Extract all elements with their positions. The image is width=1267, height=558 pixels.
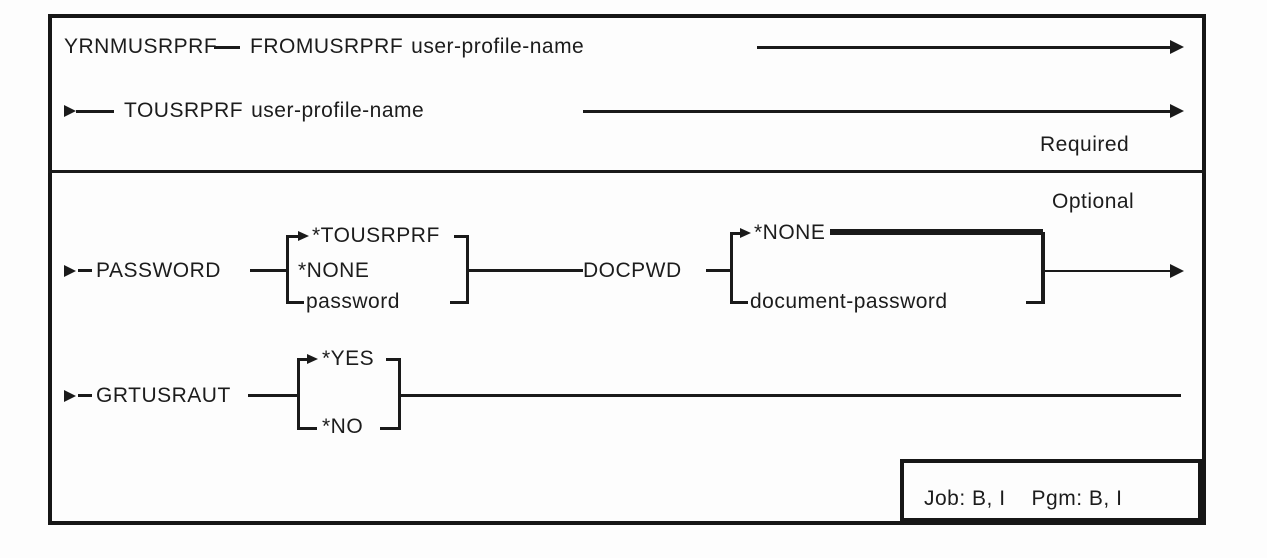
branch-line <box>730 301 748 304</box>
branch-line <box>450 301 469 304</box>
password-choice-tousrprf: *TOUSRPRF <box>312 224 440 247</box>
param-grtusraut-keyword: GRTUSRAUT <box>96 384 231 407</box>
flow-line <box>401 394 1181 397</box>
environment-text: Job: B, I Pgm: B, I <box>924 488 1122 510</box>
flow-line <box>1045 270 1170 272</box>
choice-bracket <box>466 235 469 304</box>
flow-line <box>583 110 1170 113</box>
default-choice-arrow-icon <box>307 354 318 364</box>
branch-line <box>297 427 317 430</box>
section-divider <box>48 170 1206 173</box>
flow-line <box>248 394 297 397</box>
continuation-arrow-icon <box>1170 104 1184 118</box>
default-choice-arrow-icon <box>298 231 309 241</box>
branch-line <box>286 235 298 238</box>
choice-bracket <box>398 358 401 430</box>
param-docpwd-keyword: DOCPWD <box>583 259 682 282</box>
branch-line <box>830 229 1043 235</box>
param-tousrprf: TOUSRPRF user-profile-name <box>124 100 424 122</box>
branch-line <box>454 235 469 238</box>
flow-line <box>706 269 732 272</box>
flow-line <box>78 269 92 272</box>
branch-line <box>286 301 304 304</box>
diagram-border <box>48 14 1206 525</box>
grtusraut-choice-yes: *YES <box>322 347 375 370</box>
docpwd-choice-document-password: document-password <box>750 290 948 313</box>
flow-line <box>250 269 288 272</box>
default-choice-arrow-icon <box>740 228 751 238</box>
branch-line <box>386 358 401 361</box>
param-password-keyword: PASSWORD <box>96 259 221 282</box>
flow-line <box>469 269 583 272</box>
job-environments: Job: B, I <box>924 487 1006 510</box>
environment-box: Job: B, I Pgm: B, I <box>900 459 1202 522</box>
continuation-arrow-icon <box>1170 264 1184 278</box>
command-name: YRNMUSRPRF <box>64 35 218 58</box>
password-choice-none: *NONE <box>298 259 370 282</box>
optional-label: Optional <box>1052 190 1135 213</box>
branch-line <box>1026 301 1045 304</box>
param-operand: user-profile-name <box>411 35 585 58</box>
param-fromusrprf: FROMUSRPRF user-profile-name <box>250 36 584 58</box>
choice-bracket <box>297 358 300 430</box>
param-operand: user-profile-name <box>251 99 425 122</box>
flow-line <box>214 46 240 49</box>
branch-line <box>730 232 740 235</box>
line-start-arrow-icon <box>64 265 76 277</box>
flow-line <box>757 46 1170 49</box>
choice-bracket <box>1041 232 1045 304</box>
line-start-arrow-icon <box>64 105 76 117</box>
choice-bracket <box>730 232 733 304</box>
branch-line <box>380 427 401 430</box>
flow-line <box>78 394 92 397</box>
docpwd-choice-none: *NONE <box>754 221 826 244</box>
pgm-environments: Pgm: B, I <box>1031 487 1123 510</box>
line-start-arrow-icon <box>64 390 76 402</box>
password-choice-password: password <box>306 290 400 313</box>
param-keyword: TOUSRPRF <box>124 99 244 122</box>
grtusraut-choice-no: *NO <box>322 415 364 438</box>
continuation-arrow-icon <box>1170 40 1184 54</box>
param-keyword: FROMUSRPRF <box>250 35 404 58</box>
flow-line <box>76 110 114 113</box>
choice-bracket <box>286 235 289 304</box>
branch-line <box>297 358 307 361</box>
required-label: Required <box>1040 133 1130 156</box>
